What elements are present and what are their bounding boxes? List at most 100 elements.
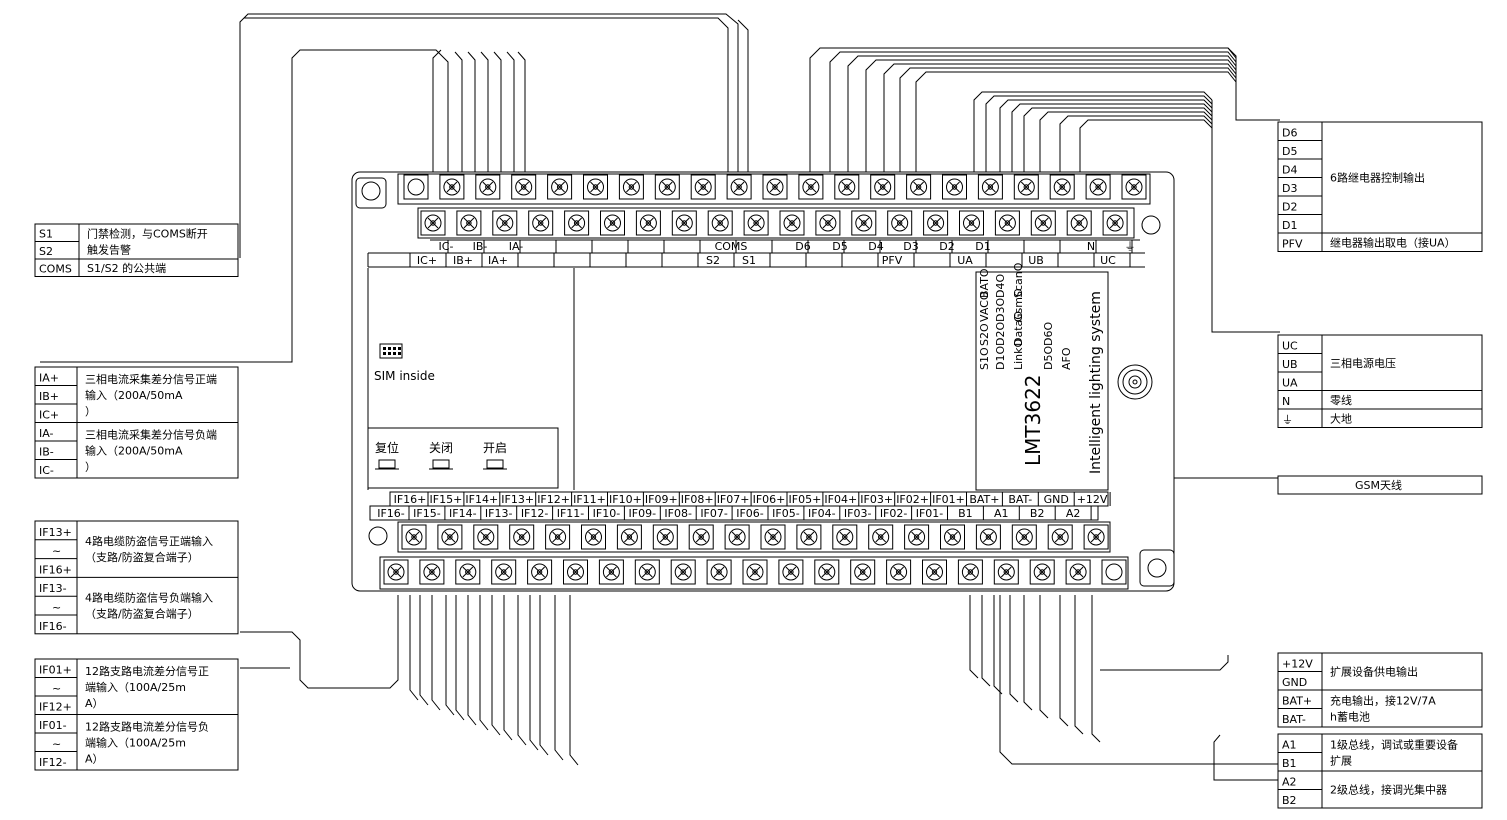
legend-code: COMS xyxy=(39,263,72,276)
wire-if-0 xyxy=(409,595,419,701)
panel-button-1[interactable]: 复位 xyxy=(375,440,399,470)
terminal-top-lower xyxy=(456,210,482,236)
terminal-label: IF16- xyxy=(377,507,405,520)
legend-code: D5 xyxy=(1282,145,1297,158)
terminal-top-upper xyxy=(1121,174,1147,200)
terminal-label: D5 xyxy=(832,240,847,253)
legend-code: A1 xyxy=(1282,739,1297,752)
terminal-label: IF11+ xyxy=(573,493,606,506)
led-label: DataO xyxy=(1012,311,1025,346)
legend-desc: 扩展 xyxy=(1330,754,1352,768)
legend-code: IC- xyxy=(39,464,54,477)
terminal-bottom-upper xyxy=(796,524,822,550)
terminal-bottom-upper xyxy=(832,524,858,550)
panel-button-2[interactable]: 关闭 xyxy=(429,441,453,470)
wire-12v xyxy=(1100,655,1229,671)
wire-if-3 xyxy=(445,595,455,716)
legend-desc: 门禁检测，与COMS断开 xyxy=(87,227,208,241)
terminal-top-upper xyxy=(439,174,465,200)
terminal-label: +12V xyxy=(1077,493,1108,506)
wire-ia-group xyxy=(40,49,449,363)
button-panel xyxy=(367,427,559,489)
legend-desc: 1级总线，调试或重要设备 xyxy=(1330,738,1458,752)
led-label: LinkO xyxy=(1012,338,1025,370)
terminal-bottom-lower xyxy=(814,559,840,585)
terminal-label: IA- xyxy=(509,240,524,253)
legend-desc: 三相电源电压 xyxy=(1330,356,1396,370)
wire-if-6 xyxy=(479,595,489,731)
terminal-top-lower xyxy=(994,210,1020,236)
legend-desc: 12路支路电流差分信号正 xyxy=(85,664,209,678)
terminal-label: IF08- xyxy=(664,507,692,520)
legend-desc: 充电输出，接12V/7A xyxy=(1330,694,1436,708)
terminal-top-lower xyxy=(779,210,805,236)
terminal-label: IC+ xyxy=(417,254,437,267)
terminal-top-upper xyxy=(977,174,1003,200)
terminal-label: D3 xyxy=(903,240,918,253)
led-label: GsmO xyxy=(1012,288,1025,322)
panel-button-3[interactable]: 开启 xyxy=(483,441,507,470)
legend-code: ~ xyxy=(52,682,61,695)
terminal-top-lower xyxy=(600,210,625,236)
led-label: VACO xyxy=(978,291,991,322)
wire-relay-out xyxy=(1227,47,1280,121)
mount-boss-top-left xyxy=(355,177,387,209)
terminal-top-upper xyxy=(1013,174,1039,200)
terminal-top-lower xyxy=(635,210,661,236)
led-label: BATO xyxy=(978,268,991,298)
legend-desc: A） xyxy=(85,697,104,710)
terminal-label: IF07- xyxy=(700,507,728,520)
terminal-label: B2 xyxy=(1030,507,1045,520)
legend-code: D4 xyxy=(1282,164,1297,177)
wire-if-neg-a xyxy=(240,595,399,689)
led-label: S1O xyxy=(978,347,991,370)
wire-bus-6 xyxy=(1059,595,1069,727)
terminal-bottom-lower xyxy=(886,559,912,585)
terminal-bottom-upper xyxy=(724,524,750,550)
wire-if-4 xyxy=(455,595,465,721)
terminal-label: IF02- xyxy=(880,507,908,520)
wire-i-0 xyxy=(454,51,463,195)
wire-if-8 xyxy=(503,595,513,741)
legend-code: D6 xyxy=(1282,127,1297,140)
terminal-label: UC xyxy=(1100,254,1116,267)
legend-code: UA xyxy=(1282,377,1298,390)
terminal-bottom-lower xyxy=(742,559,768,585)
terminal-label: IF11- xyxy=(557,507,585,520)
legend-code: ~ xyxy=(52,601,61,614)
wire-relay-4 xyxy=(883,63,1237,185)
legend-branch-current: IF01+~IF12+IF01-~IF12-12路支路电流差分信号正端输入（10… xyxy=(34,658,239,771)
bottom-lower-labels: IF16-IF15-IF14-IF13-IF12-IF11-IF10-IF09-… xyxy=(377,507,1080,520)
legend-desc: S1/S2 的公共端 xyxy=(87,261,166,275)
terminal-label: IF13+ xyxy=(501,493,534,506)
terminal-bottom-lower xyxy=(383,559,409,585)
terminal-top-lower xyxy=(923,210,949,236)
legend-code: IF01+ xyxy=(39,664,72,677)
legend-desc: 三相电流采集差分信号正端 xyxy=(85,372,217,386)
led-indicators: S1OS2OVACOBATOD1OD2OD3OD4OLinkODataOGsmO… xyxy=(978,262,1073,370)
wire-bus-2 xyxy=(993,595,1003,695)
led-label: D3O xyxy=(994,298,1007,322)
panel-button-label: 复位 xyxy=(375,440,399,455)
mount-hole-bottom-right xyxy=(1147,558,1167,578)
legend-desc: 2级总线，接调光集中器 xyxy=(1330,783,1447,797)
wire-relay-1 xyxy=(829,51,1237,185)
terminal-label: BAT- xyxy=(1008,493,1032,506)
terminal-top-upper xyxy=(511,174,537,200)
wire-i-3 xyxy=(493,51,502,195)
terminal-top-upper xyxy=(726,174,752,200)
terminal-label: D6 xyxy=(795,240,810,253)
legend-code: ~ xyxy=(52,738,61,751)
terminal-label: IC- xyxy=(439,240,454,253)
terminal-top-lower xyxy=(1102,210,1128,236)
wire-power-out xyxy=(1211,100,1280,333)
terminal-top-upper xyxy=(618,174,644,200)
wire-relay-6 xyxy=(915,71,1237,185)
terminal-bottom-upper xyxy=(940,524,965,550)
legend-code: D3 xyxy=(1282,182,1297,195)
terminal-label: UB xyxy=(1028,254,1044,267)
terminal-label: IF10- xyxy=(593,507,621,520)
mount-hole-bottom-left xyxy=(368,526,388,546)
